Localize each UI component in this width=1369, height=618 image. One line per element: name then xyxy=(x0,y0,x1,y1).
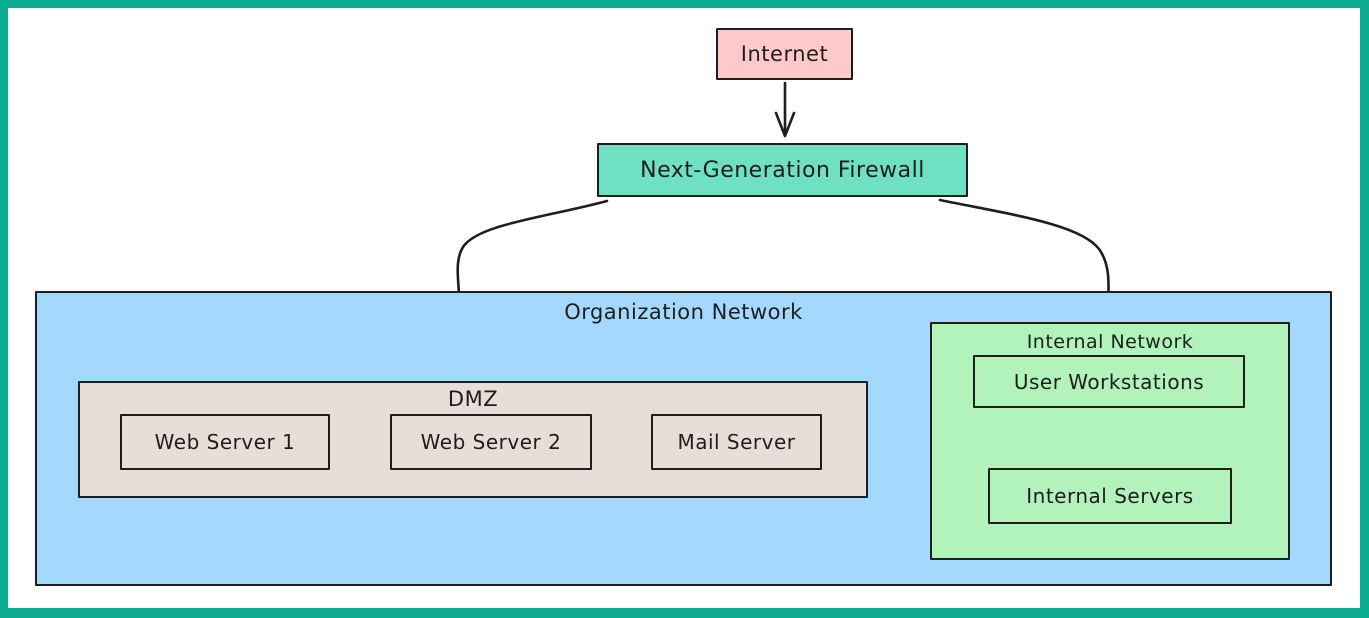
web-server-2-label: Web Server 2 xyxy=(420,430,562,454)
node-web-server-1: Web Server 1 xyxy=(120,414,330,470)
node-next-generation-firewall: Next-Generation Firewall xyxy=(597,143,968,197)
node-internal-servers: Internal Servers xyxy=(988,468,1232,524)
internal-servers-label: Internal Servers xyxy=(1026,484,1194,508)
firewall-label: Next-Generation Firewall xyxy=(640,157,925,183)
organization-network-label: Organization Network xyxy=(564,300,803,324)
user-workstations-label: User Workstations xyxy=(1013,369,1205,394)
internet-label: Internet xyxy=(740,42,829,66)
node-web-server-2: Web Server 2 xyxy=(390,414,592,470)
dmz-label: DMZ xyxy=(447,387,499,411)
node-internet: Internet xyxy=(716,28,853,80)
node-mail-server: Mail Server xyxy=(651,414,822,470)
internal-network-label: Internal Network xyxy=(1026,331,1194,353)
node-user-workstations: User Workstations xyxy=(973,355,1245,408)
mail-server-label: Mail Server xyxy=(677,430,796,454)
web-server-1-label: Web Server 1 xyxy=(154,430,296,454)
